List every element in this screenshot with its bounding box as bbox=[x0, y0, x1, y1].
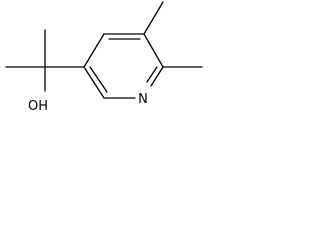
methyl-bond-c5 bbox=[143, 1, 164, 35]
ring-bond-c3-c4 bbox=[83, 33, 105, 68]
atom-labels: N OH bbox=[28, 92, 148, 114]
nitrogen-atom-label: N bbox=[138, 92, 148, 107]
ring-bond-c5-c6 bbox=[143, 33, 164, 68]
chemical-structure: N OH bbox=[5, 1, 203, 114]
bonds bbox=[5, 1, 203, 99]
hydroxyl-group-label: OH bbox=[28, 99, 48, 114]
ring-bond-c2-c3 bbox=[83, 66, 105, 99]
ring-bond-c6-n bbox=[150, 66, 164, 87]
ring-double-bond-c2-c3-inner bbox=[89, 66, 108, 93]
ring-double-bond-c6-n-inner bbox=[146, 66, 158, 83]
